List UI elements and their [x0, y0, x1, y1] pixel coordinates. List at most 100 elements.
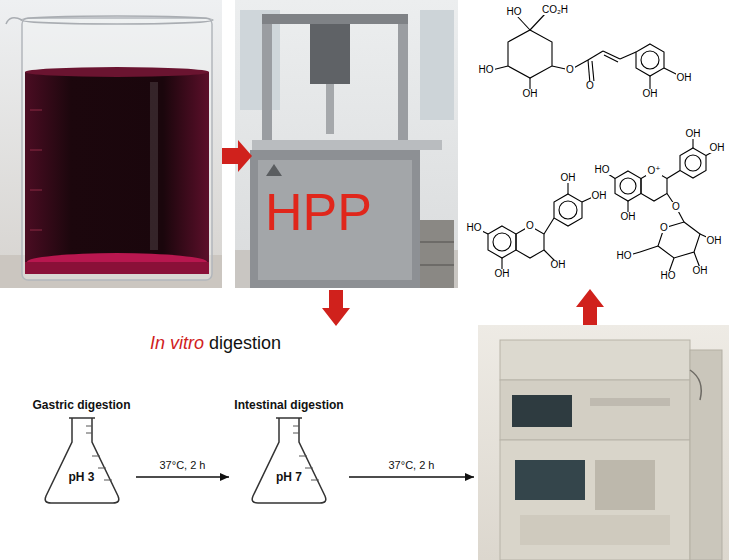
atom-label: OH: [676, 73, 693, 83]
atom-label: OH: [522, 89, 539, 99]
chemical-structures: [493, 233, 511, 251]
hplc-photo: [500, 380, 690, 440]
heading-word: digestion: [209, 333, 281, 354]
arrow-label: 37°C, 2 h: [387, 459, 437, 472]
red-block-arrow: [576, 289, 604, 325]
chemical-structures: [667, 171, 680, 179]
hpp-machine-photo: [235, 0, 458, 288]
beaker-photo: [22, 18, 212, 280]
red-block-arrow: [222, 140, 252, 172]
red-block-arrow: [322, 290, 350, 326]
hpp-machine-photo: [250, 150, 420, 288]
section-heading: In vitrodigestion: [150, 333, 281, 354]
atom-label: HO: [594, 165, 611, 175]
chemical-structures: [615, 171, 641, 201]
beaker-photo: [0, 0, 222, 288]
beaker-photo: [30, 190, 42, 191]
hpp-machine-photo: [420, 10, 454, 120]
flask-lip: [276, 417, 302, 419]
atom-label: OH: [709, 143, 726, 153]
atom-label: O: [585, 81, 595, 91]
chemical-structures: [530, 14, 545, 30]
hpp-machine-photo: [398, 18, 408, 148]
hplc-photo: [595, 460, 655, 510]
beaker-photo: [6, 18, 22, 24]
atom-label: O: [525, 221, 535, 231]
chemical-structures: [517, 16, 530, 30]
chemical-structures: [680, 148, 706, 178]
chemical-structures: [559, 201, 577, 219]
hplc-photo: [520, 515, 670, 545]
atom-label: OH: [692, 266, 709, 276]
beaker-photo: [150, 82, 158, 250]
chemical-structures: [620, 52, 636, 59]
chemical-structures: [588, 51, 603, 60]
flask-outline: [252, 418, 326, 503]
flask-node: Gastric digestionpH 3: [30, 398, 133, 506]
atom-label: OH: [706, 236, 723, 246]
chemical-structures: [592, 61, 594, 82]
chemical-structures: [544, 218, 554, 234]
photo-panel: HPP: [235, 0, 458, 288]
chemical-structures: [641, 51, 659, 69]
hpp-machine-photo: [420, 264, 454, 266]
atom-label: O: [671, 202, 681, 212]
atom-label: OH: [591, 191, 608, 201]
atom-label: OH: [550, 260, 567, 270]
beaker-photo: [25, 262, 209, 274]
beaker-photo: [25, 72, 209, 272]
graduation-mark: [86, 426, 92, 427]
beaker-photo: [30, 150, 42, 151]
atom-label: O⁺: [646, 166, 661, 176]
atom-label: OH: [560, 173, 577, 183]
atom-label: OH: [494, 269, 511, 279]
hplc-photo: [500, 440, 690, 560]
hplc-photo: [512, 395, 572, 427]
ph-value: pH 3: [30, 470, 133, 484]
chemical-structures: [508, 30, 552, 78]
chemical-structures: [649, 76, 650, 90]
ph-value: pH 7: [232, 470, 346, 484]
graduation-mark: [311, 480, 319, 481]
graduation-mark: [98, 468, 106, 469]
chemical-structures: [567, 182, 568, 194]
atom-label: O: [565, 65, 575, 75]
graduation-mark: [293, 426, 299, 427]
hpp-machine-photo: [252, 140, 442, 150]
red-block-arrow: [222, 140, 604, 326]
graduation-mark: [293, 433, 299, 434]
hplc-photo: [478, 325, 729, 560]
beaker-photo: [21, 16, 213, 24]
chemical-structures: [620, 178, 636, 194]
beaker-photo: [30, 230, 42, 231]
atom-label: HO: [616, 251, 633, 261]
atom-label: HO: [506, 7, 523, 17]
chemical-structures: [476, 14, 716, 272]
flask-outline: [249, 416, 329, 506]
chemical-structures: [488, 226, 516, 258]
atom-label: HO: [660, 271, 677, 281]
atom-label: OH: [620, 212, 637, 222]
chemical-structures: [640, 246, 658, 252]
graduation-mark: [86, 433, 92, 434]
hplc-photo: [515, 460, 585, 500]
flask-lip: [69, 417, 95, 419]
flow-arrow: [349, 476, 474, 478]
atom-label: HO: [466, 223, 483, 233]
hplc-photo: [690, 370, 701, 400]
hpp-machine-photo: [262, 14, 408, 24]
chemical-structures: [692, 138, 693, 148]
beaker-photo: [30, 110, 42, 111]
hpp-machine-photo: [240, 10, 280, 110]
hplc-photo: [500, 340, 690, 380]
hpp-machine-photo: [420, 220, 454, 288]
atom-label: HO: [478, 65, 495, 75]
hplc-photo: [690, 350, 722, 560]
graduation-mark: [305, 468, 313, 469]
hpp-machine-photo: [258, 160, 412, 280]
graduation-mark: [92, 456, 100, 457]
hpp-machine-photo: [326, 84, 334, 134]
chemical-structures: [603, 51, 620, 59]
